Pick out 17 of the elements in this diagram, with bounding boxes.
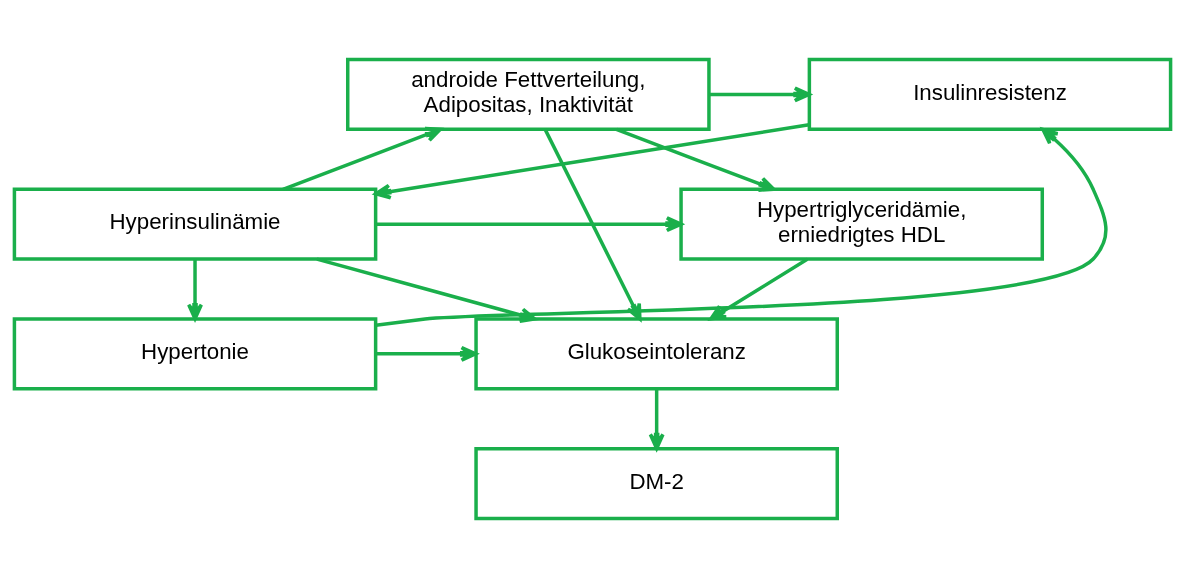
arrow <box>648 388 665 450</box>
arrow <box>543 128 642 321</box>
node-box: androide Fettverteilung, Adipositas, Inaktivität <box>346 57 711 131</box>
node-box: Hypertriglyceridämie, erniedrigtes HDL <box>679 187 1045 261</box>
arrow <box>376 215 683 232</box>
arrow <box>709 257 809 321</box>
node-box: Hypertonie <box>12 316 378 390</box>
arrow <box>375 345 478 362</box>
arrow <box>374 122 810 200</box>
node-box: DM-2 <box>474 446 839 520</box>
node-box: Glukoseintoleranz <box>474 316 839 390</box>
arrow <box>709 85 811 102</box>
node-box: Hyperinsulinämie <box>12 187 378 261</box>
arrow <box>187 259 204 321</box>
arrow <box>282 126 443 191</box>
node-box: Insulinresistenz <box>807 57 1173 131</box>
arrow <box>615 127 776 192</box>
